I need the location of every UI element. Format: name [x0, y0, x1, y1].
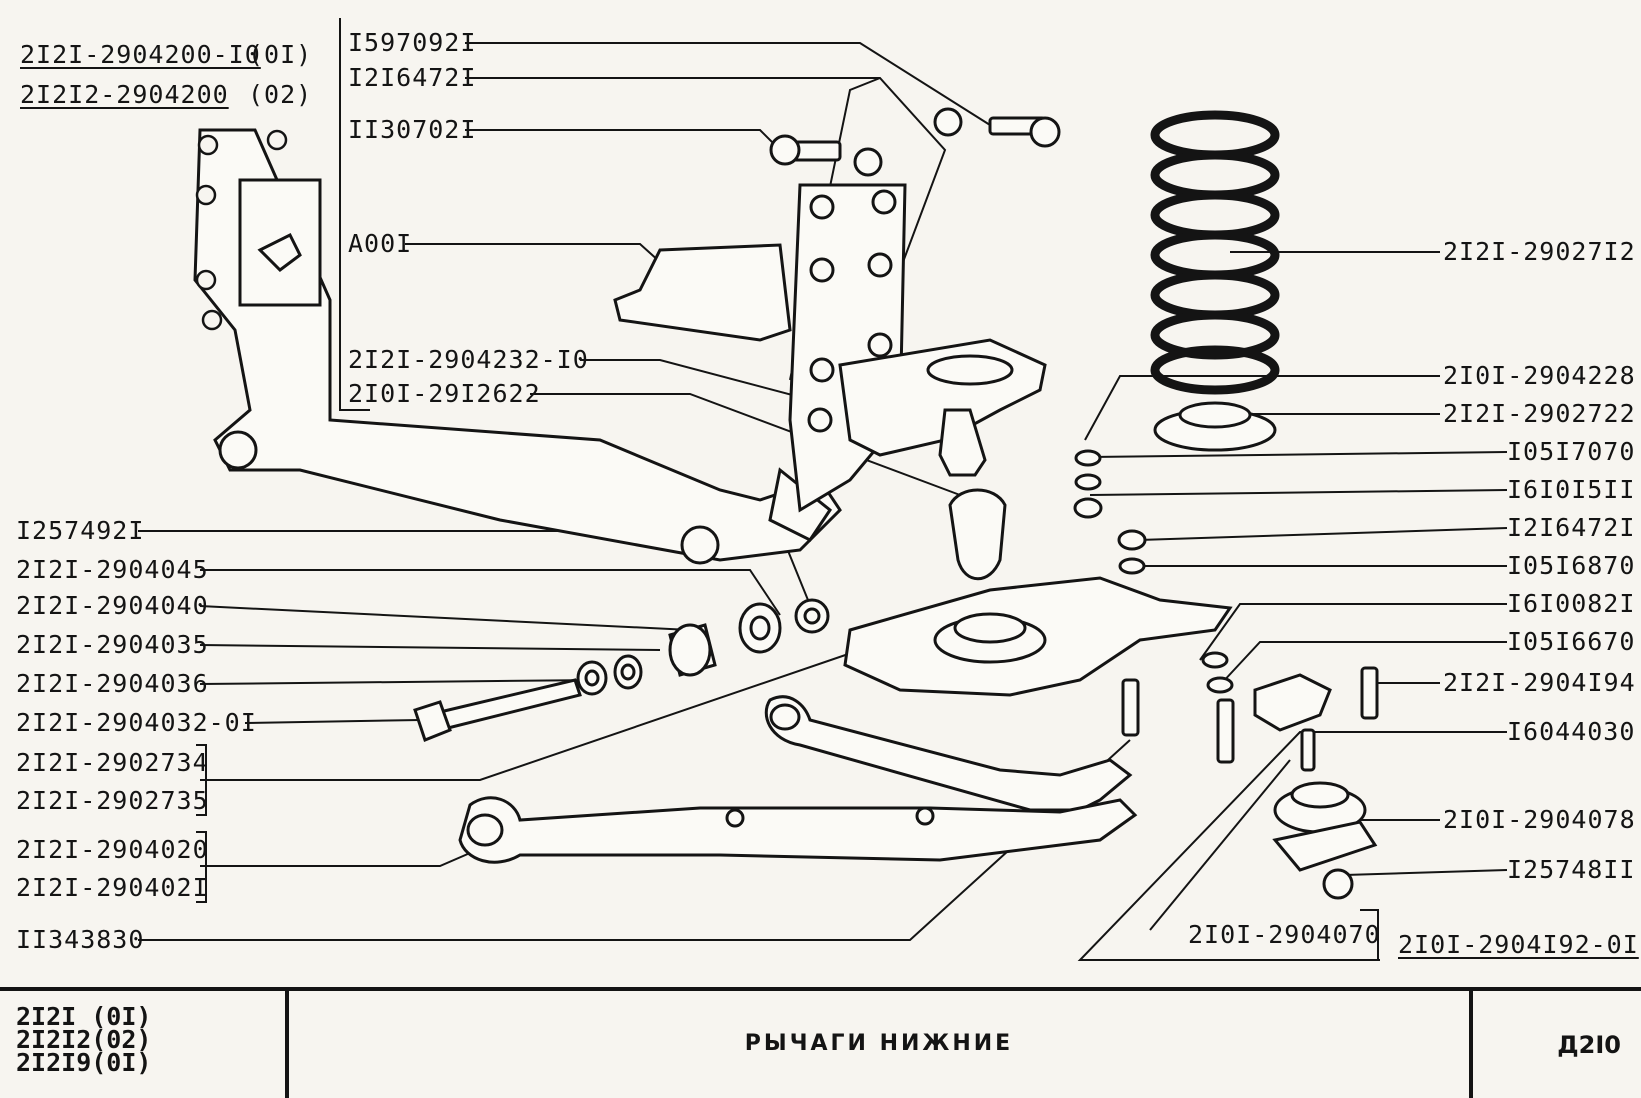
leader-line	[200, 649, 861, 781]
callout-label: I6I0I5II	[1507, 475, 1636, 504]
callout-label: I6044030	[1507, 717, 1636, 746]
title-block: 2I2I (0I) 2I2I2(02) 2I2I9(0I) РЫЧАГИ НИЖ…	[0, 987, 1641, 1098]
callout-label: 2I2I-2904020	[16, 835, 209, 864]
callout-label: II30702I	[348, 115, 477, 144]
callout-bracket	[339, 18, 370, 411]
models-cell: 2I2I (0I) 2I2I2(02) 2I2I9(0I)	[0, 991, 285, 1098]
title-block-divider	[285, 991, 289, 1098]
callout-bracket	[196, 744, 207, 816]
leader-line	[530, 393, 961, 496]
callout-label-assembly: 2I0I-2904I92-0I	[1398, 930, 1639, 959]
callout-label: 2I2I-2904I94	[1443, 668, 1636, 697]
sheet-title: РЫЧАГИ НИЖНИЕ	[744, 1031, 1014, 1056]
leader-line	[1089, 451, 1508, 458]
callout-label: I6I0082I	[1507, 589, 1636, 618]
spring-seat-bracket	[838, 338, 1047, 477]
leader-line	[200, 569, 781, 616]
callout-label: I257492I	[16, 516, 145, 545]
callout-label: 2I2I-2904045	[16, 555, 209, 584]
leader-line	[465, 42, 991, 126]
leader-line	[1344, 869, 1508, 876]
callout-label: 2I2I-2904232-I0	[348, 345, 589, 374]
callout-label: I2I6472I	[348, 63, 477, 92]
assembly-code-1: 2I2I-2904200-I0	[20, 40, 261, 69]
leader-line	[1149, 759, 1291, 931]
callout-label: 2I0I-2904070	[1188, 920, 1381, 949]
callout-label: II343830	[16, 925, 145, 954]
leader-line	[244, 719, 421, 724]
leader-line	[1219, 641, 1507, 686]
code-cell: Д2I0	[1473, 991, 1641, 1098]
callout-label: 2I2I-2902722	[1443, 399, 1636, 428]
assembly-variant-2: (02)	[248, 80, 313, 109]
callout-label: 2I2I-2904040	[16, 591, 209, 620]
assembly-code-2: 2I2I2-2904200	[20, 80, 229, 109]
leader-line	[1199, 603, 1507, 661]
callout-label: 2I2I-29027I2	[1443, 237, 1636, 266]
model-code: 2I2I9(0I)	[16, 1048, 152, 1077]
arm-bolts	[1121, 666, 1379, 764]
model-list: 2I2I (0I) 2I2I2(02) 2I2I9(0I)	[16, 1002, 152, 1077]
callout-label: 2I2I-2904035	[16, 630, 209, 659]
leader-line	[1084, 375, 1440, 441]
long-bolt	[413, 678, 582, 742]
leader-line	[405, 243, 661, 263]
callout-label: I05I6670	[1507, 627, 1636, 656]
leader-line	[200, 839, 501, 867]
callout-label: 2I2I-290402I	[16, 873, 209, 902]
coil-spring	[1150, 110, 1280, 395]
lower-arm-rear	[764, 695, 1133, 812]
callout-label: I05I7070	[1507, 437, 1636, 466]
washers-nuts	[1073, 449, 1234, 694]
leader-line	[1139, 527, 1508, 541]
callout-label: I25748II	[1507, 855, 1636, 884]
assembly-variant-1: (0I)	[248, 40, 313, 69]
spring-support-plate	[843, 576, 1233, 697]
top-fasteners	[769, 107, 1061, 177]
model-code: 2I2I2(02)	[16, 1025, 152, 1054]
spring-insulator	[1153, 401, 1277, 452]
leader-line	[199, 644, 661, 651]
leader-line	[199, 605, 691, 631]
leader-line	[465, 129, 781, 151]
callout-label: 2I0I-2904078	[1443, 805, 1636, 834]
callout-label: 2I2I-2902734	[16, 748, 209, 777]
model-code: 2I2I (0I)	[16, 1002, 152, 1031]
callout-label: I2I6472I	[1507, 513, 1636, 542]
cross-member-bolt-holes	[195, 129, 288, 331]
leader-line	[1077, 731, 1507, 961]
callout-bracket	[1360, 909, 1379, 960]
cross-member	[193, 128, 842, 565]
leader-line	[580, 359, 831, 406]
callout-bracket	[196, 831, 207, 903]
title-cell: РЫЧАГИ НИЖНИЕ	[289, 991, 1469, 1098]
ball-joint	[1253, 673, 1378, 900]
callout-label: A00I	[348, 229, 413, 258]
title-block-divider	[1469, 991, 1473, 1098]
callout-label: I05I6870	[1507, 551, 1636, 580]
callout-label: 2I2I-2904032-0I	[16, 708, 257, 737]
callout-label: I597092I	[348, 28, 477, 57]
bushing-stack	[576, 598, 830, 696]
leader-line	[199, 679, 601, 685]
lower-arm-front	[458, 796, 1138, 864]
callout-label: 2I0I-2904228	[1443, 361, 1636, 390]
callout-label: 2I0I-29I2622	[348, 379, 541, 408]
callout-label: 2I2I-2902735	[16, 786, 209, 815]
bracket-a001	[613, 183, 907, 513]
leader-line	[1089, 489, 1508, 496]
bump-stop	[948, 488, 1007, 581]
sheet-code: Д2I0	[1557, 1031, 1621, 1059]
callout-label: 2I2I-2904036	[16, 669, 209, 698]
